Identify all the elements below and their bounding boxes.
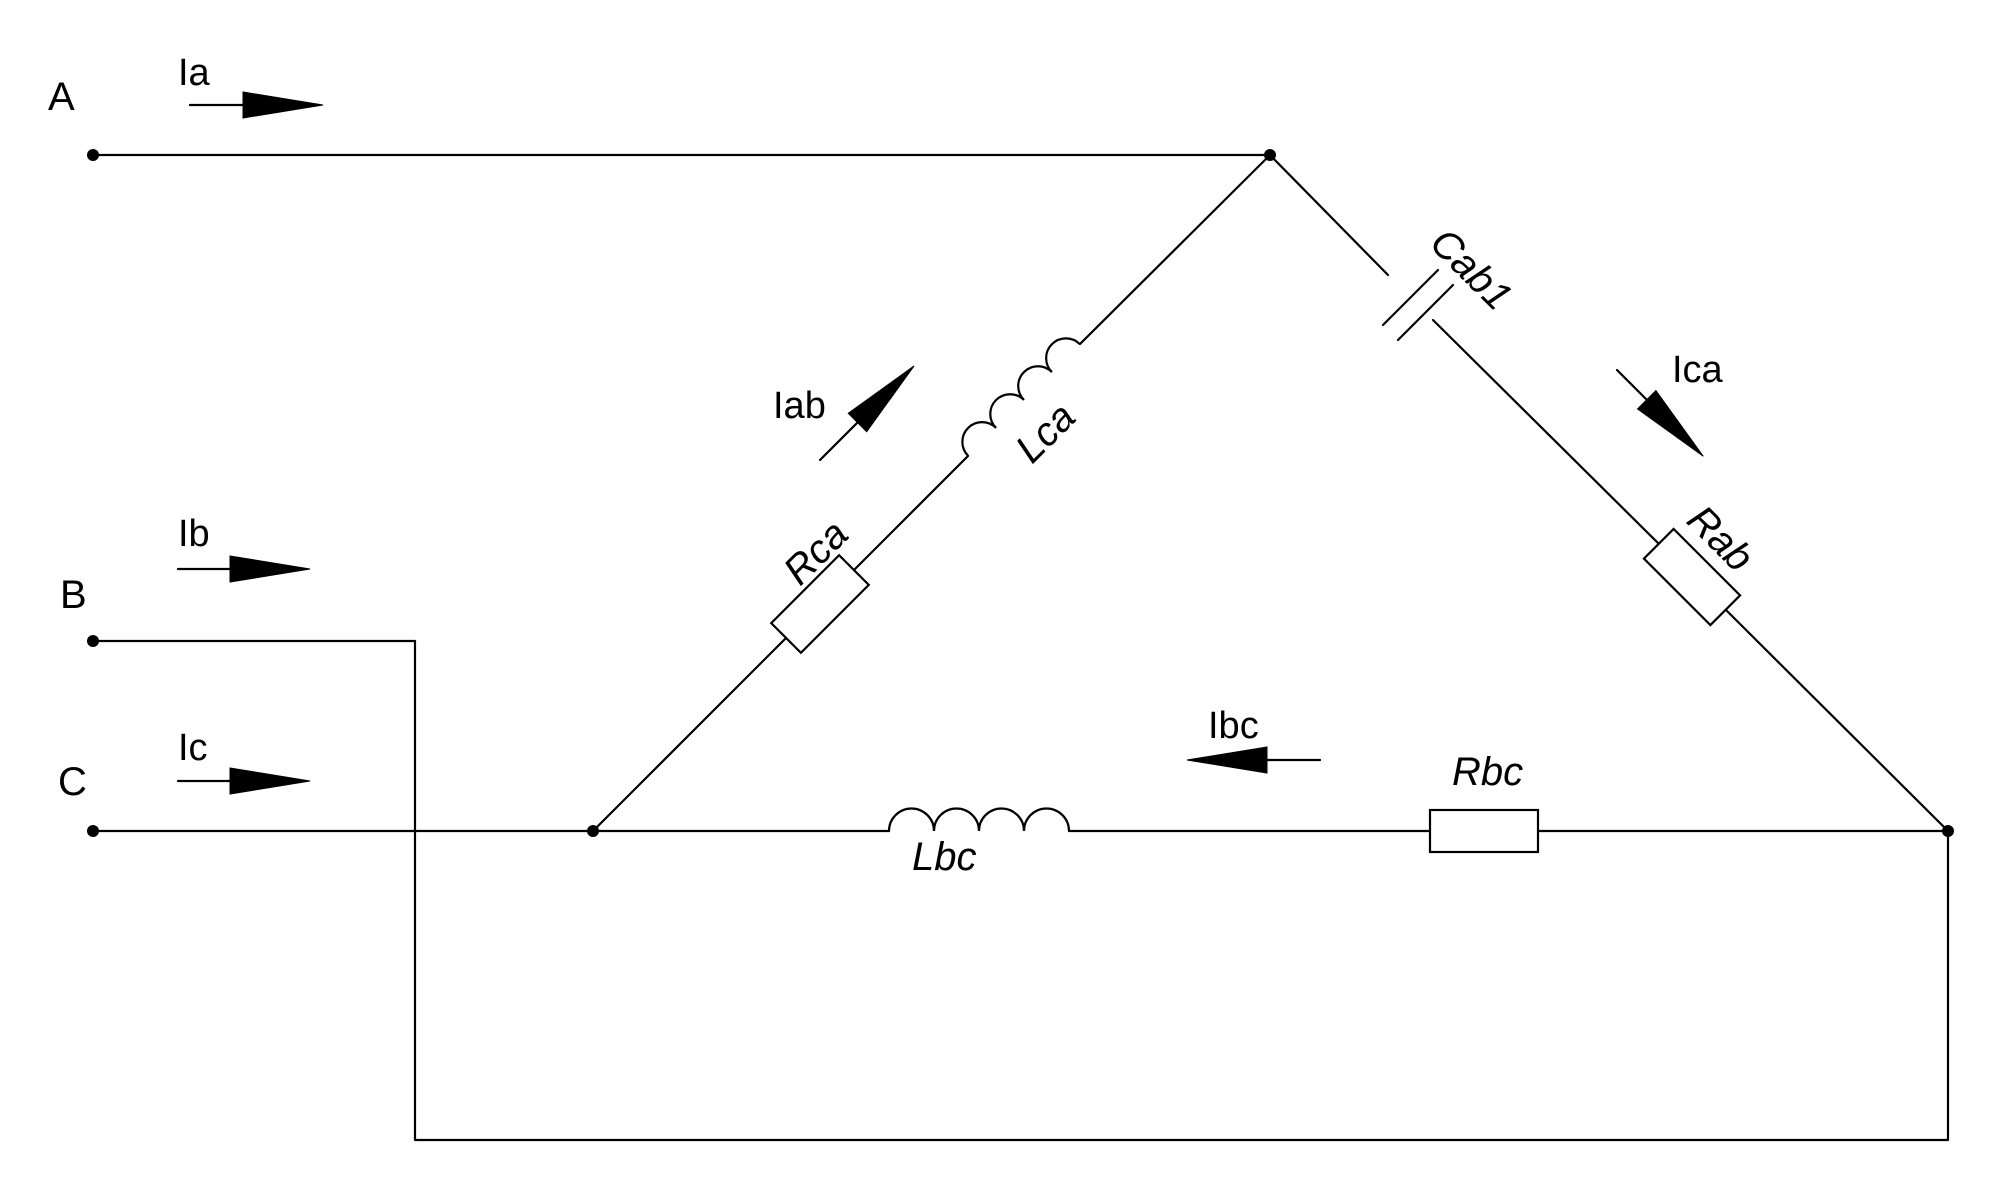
terminal-a-dot [87, 149, 99, 161]
current-ibc-label: Ibc [1208, 705, 1259, 747]
arrow-ia [188, 91, 324, 119]
current-iab-label: Iab [773, 385, 826, 427]
current-ica-label: Ica [1672, 349, 1724, 391]
current-ib-label: Ib [178, 513, 210, 555]
arrow-ib [176, 555, 311, 583]
terminal-b-label: B [60, 573, 87, 617]
arrow-ica [1615, 368, 1704, 457]
lca-label: Lca [1007, 395, 1084, 472]
resistor-rab [1642, 527, 1742, 627]
resistor-rbc [1428, 808, 1540, 854]
current-ia-label: Ia [178, 52, 211, 94]
branch-ca [591, 153, 1272, 833]
arrow-ic [176, 767, 311, 795]
terminal-a-label: A [48, 75, 75, 119]
node-top [1264, 149, 1276, 161]
arrow-ibc [1186, 746, 1322, 774]
resistor-rca [769, 553, 871, 655]
terminal-b-dot [87, 635, 99, 647]
current-ic-label: Ic [178, 727, 208, 769]
node-left [587, 825, 599, 837]
arrow-iab [818, 365, 915, 462]
capacitor-cab1 [1381, 268, 1455, 342]
inductor-lbc [887, 807, 1071, 832]
lbc-label: Lbc [912, 835, 977, 879]
node-right [1942, 825, 1954, 837]
branch-ab [1268, 153, 1950, 833]
line-b-wire [91, 639, 1950, 1142]
terminal-c-dot [87, 825, 99, 837]
rbc-label: Rbc [1452, 750, 1523, 794]
terminal-c-label: C [58, 760, 87, 804]
branch-bc [591, 807, 1950, 854]
cab1-label: Cab1 [1422, 220, 1521, 319]
